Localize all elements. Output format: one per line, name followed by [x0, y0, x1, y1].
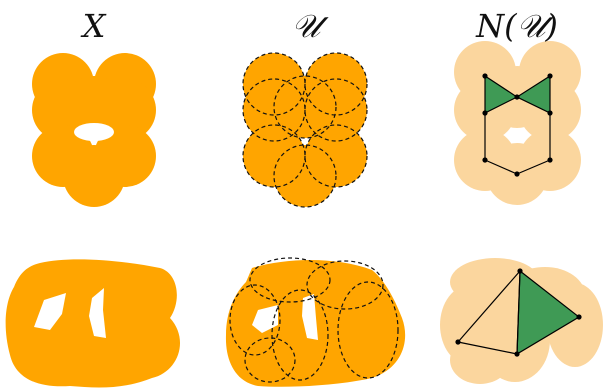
nerve-vertex: [482, 157, 488, 163]
nerve-top: [454, 41, 581, 205]
nerve-prefix: N(: [475, 7, 518, 45]
nerve-edge: [484, 159, 518, 175]
space-hole: [252, 305, 278, 333]
cover-set: [271, 289, 329, 381]
nerve-bottom: [440, 258, 603, 384]
simplex-left: [484, 74, 519, 114]
cover-disk: [304, 124, 368, 188]
nerve-vertex: [547, 73, 553, 79]
cover-disk: [242, 124, 306, 188]
nerve-edge: [516, 159, 551, 175]
nerve-edge: [457, 270, 521, 343]
nerve-vertex: [514, 94, 520, 100]
nerve-vertex: [455, 339, 461, 345]
nerve-vertex: [547, 157, 553, 163]
cover-disk: [273, 75, 337, 139]
cover-u-bottom: [225, 257, 406, 387]
space-x-bottom: [5, 259, 181, 388]
simplex-right: [515, 74, 551, 114]
nerve-vertex: [482, 73, 488, 79]
cover-disk: [304, 78, 368, 142]
cover-set: [244, 337, 296, 383]
cover-disk: [273, 144, 337, 208]
cover-disk: [304, 52, 368, 116]
nerve-vertex: [547, 110, 553, 116]
nerve-vertex: [482, 110, 488, 116]
title-nerve-n-u: N(𝒰): [475, 7, 558, 45]
nerve-vertex: [514, 351, 520, 357]
cover-set: [229, 284, 281, 356]
cover-u-top: [242, 52, 368, 208]
title-cover-u: 𝒰: [292, 7, 330, 45]
nerve-vertex: [517, 268, 523, 274]
nerve-set: [450, 336, 510, 384]
cover-set: [249, 257, 331, 303]
space-hole: [302, 294, 318, 340]
nerve-edge: [457, 341, 518, 355]
space-x-top: [32, 53, 156, 207]
title-space-x: X: [80, 7, 107, 45]
space-hole: [74, 123, 114, 141]
cover-disk: [242, 52, 306, 116]
nerve-suffix: ): [544, 7, 557, 45]
cover-disk: [242, 78, 306, 142]
cover-set: [306, 260, 384, 310]
cover-set: [337, 281, 399, 379]
nerve-vertex: [514, 171, 520, 177]
nerve-edge: [516, 270, 521, 355]
nerve-vertex: [576, 314, 582, 320]
